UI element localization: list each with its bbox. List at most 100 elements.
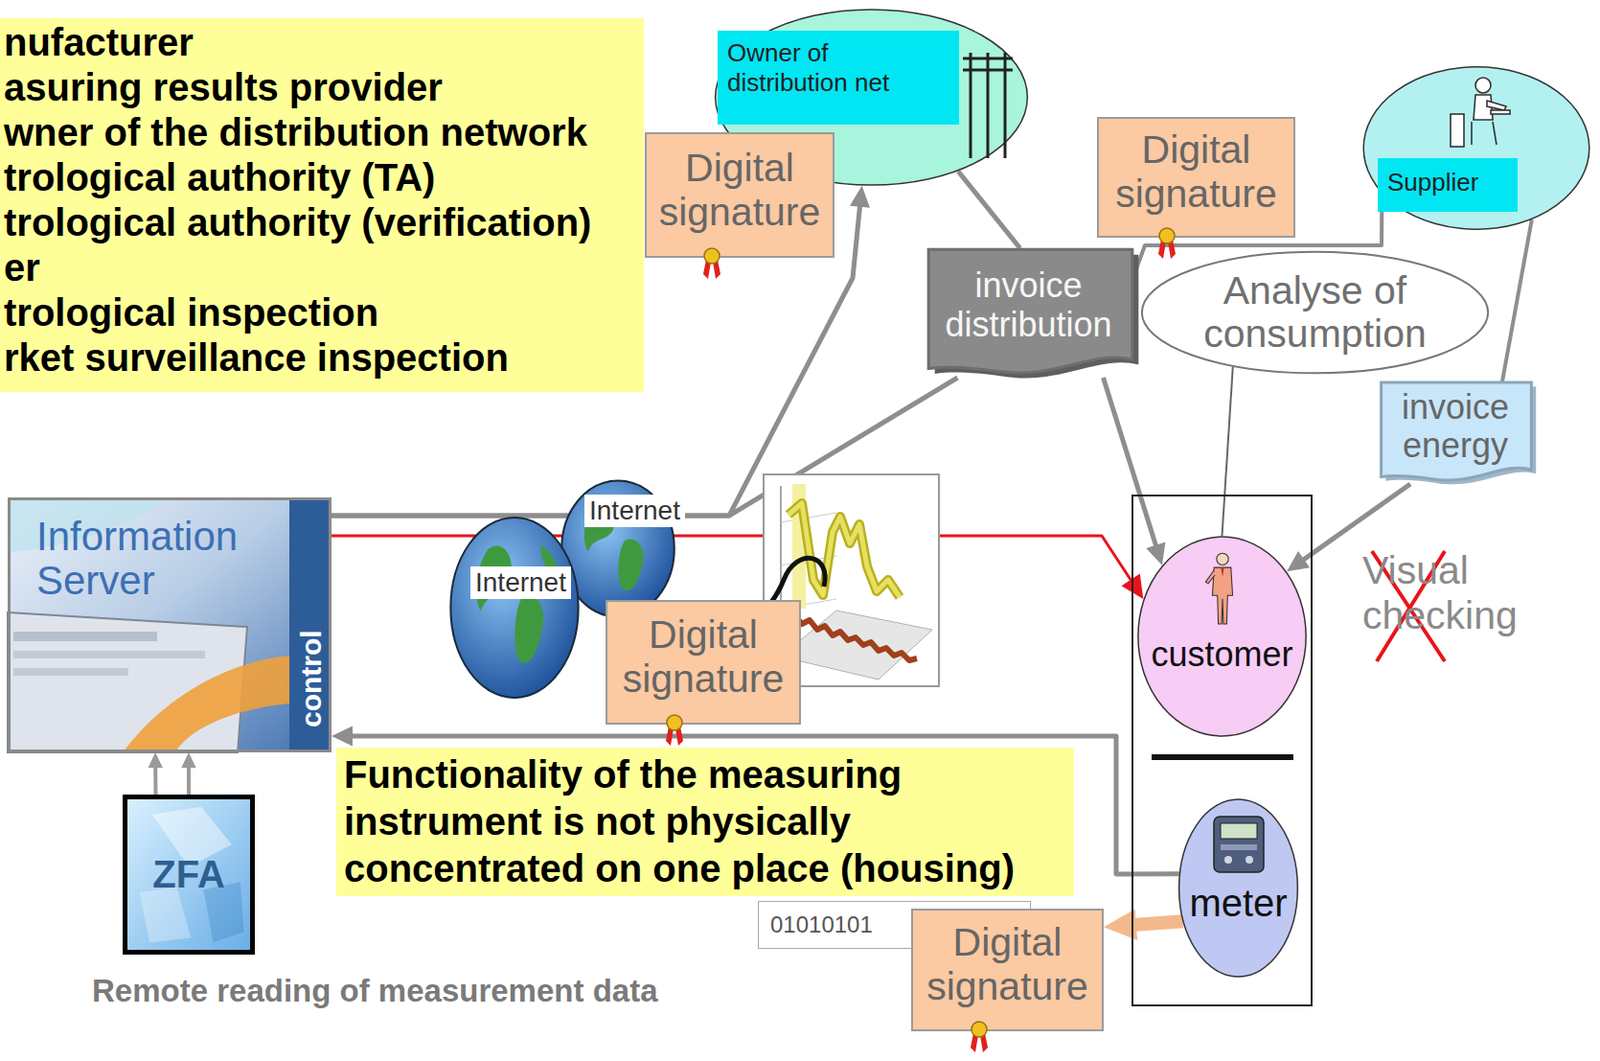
note-text: Functionality of the measuring instrumen… <box>343 751 1067 892</box>
rect-shape <box>9 499 331 752</box>
customer-ellipse: customer <box>1137 535 1307 737</box>
circle-shape <box>1159 228 1175 244</box>
rect-shape <box>1220 822 1258 839</box>
connector-line <box>1502 219 1532 382</box>
svg-shape <box>960 45 1015 160</box>
svg-shape <box>702 246 722 279</box>
status-note: Visual checking <box>1362 548 1533 639</box>
signature-box: Digital signature <box>911 908 1104 1031</box>
node-content: Functionality of the measuring instrumen… <box>336 747 1075 896</box>
invoice-label: invoice distribution <box>936 266 1121 344</box>
caption-text: Remote reading of measurement data <box>91 971 659 1010</box>
svg-shape <box>1448 71 1512 149</box>
signature-box: Digital signature <box>1097 116 1296 238</box>
ellipse-shape <box>1142 251 1488 374</box>
circle-shape <box>971 1021 987 1037</box>
server-label: control <box>295 629 328 728</box>
signature-label: Digital signature <box>613 613 794 702</box>
svg-shape <box>1157 226 1177 259</box>
signature-box: Digital signature <box>644 132 835 258</box>
connector-line <box>186 762 191 795</box>
node-content: Analyse of consumption <box>1140 251 1490 374</box>
invoice-document: invoice energy <box>1379 381 1533 484</box>
separator-line <box>1151 754 1294 760</box>
rect-shape <box>1220 844 1258 850</box>
rect-shape <box>13 667 129 676</box>
g-shape <box>1450 77 1510 147</box>
invoice-label: invoice energy <box>1387 388 1524 464</box>
arrow-head <box>1286 550 1310 572</box>
line-shape <box>962 68 1013 72</box>
signature-label: Digital signature <box>918 920 1097 1009</box>
arrow-head <box>181 752 196 768</box>
list-item: er <box>3 245 41 291</box>
connector <box>181 752 196 795</box>
connector <box>1222 366 1234 537</box>
arrow-head <box>1145 542 1166 566</box>
rect-shape <box>13 650 206 659</box>
role-list-box: nufacturerasuring results providerwner o… <box>0 18 644 392</box>
ellipse-shape <box>1138 536 1306 736</box>
path-shape <box>1205 570 1215 584</box>
arrow-head <box>331 725 353 746</box>
line-shape <box>962 57 1013 61</box>
meter-ellipse: meter <box>1178 798 1299 978</box>
path-shape <box>1381 382 1532 480</box>
rect-shape <box>1490 110 1510 115</box>
list-item: rket surveillance inspection <box>3 335 509 381</box>
list-item: trological inspection <box>3 290 379 336</box>
node-content: Digital signature <box>646 134 833 256</box>
yellow-series <box>788 502 900 597</box>
circle-shape <box>1475 77 1491 93</box>
globe-label: Internet <box>470 566 572 599</box>
circle-shape <box>1215 552 1228 565</box>
rect-shape <box>1213 816 1264 872</box>
svg-shape <box>969 1019 989 1052</box>
connector <box>1502 219 1532 382</box>
brown-series <box>786 614 917 661</box>
supplier-label: Supplier <box>1377 158 1518 212</box>
supplier-ellipse: Supplier <box>1362 66 1591 230</box>
highlight-note: Functionality of the measuring instrumen… <box>336 747 1075 896</box>
path-shape <box>1471 121 1497 145</box>
housing-outline <box>1132 495 1312 1006</box>
node-content: Digital signature <box>607 601 800 723</box>
connector <box>1103 908 1184 940</box>
rect-shape <box>1450 114 1464 147</box>
ellipse-shape <box>1179 799 1299 977</box>
rect-shape <box>289 497 332 753</box>
chart-floor <box>780 610 933 680</box>
globe-label: Internet <box>584 494 686 527</box>
yellow-series <box>788 502 900 597</box>
rect-shape <box>7 497 332 753</box>
connector <box>1103 377 1166 566</box>
customer-label: customer <box>1137 635 1307 674</box>
circle-shape <box>666 714 683 731</box>
path-shape <box>514 594 544 663</box>
svg-shape <box>1201 547 1244 632</box>
connector <box>958 171 1021 249</box>
circle-shape <box>1224 855 1233 864</box>
svg-shape <box>449 515 580 700</box>
path-shape <box>617 539 643 592</box>
connector-line <box>153 762 158 795</box>
binary-text: 01010101 <box>770 911 873 939</box>
g-shape <box>962 52 1013 159</box>
svg-shape <box>664 712 685 746</box>
node-content: invoice distribution <box>926 248 1135 378</box>
invoice-document: invoice distribution <box>926 248 1135 378</box>
zfa-label: ZFA <box>152 852 226 896</box>
speech-bubble: Analyse of consumption <box>1140 251 1490 374</box>
svg-shape <box>1211 813 1267 875</box>
arrow-head <box>148 752 163 768</box>
rect-shape <box>127 799 251 950</box>
ellipse-shape <box>450 517 578 698</box>
internet-globe: Internet <box>449 515 580 700</box>
circle-shape <box>704 248 720 264</box>
path-shape <box>1211 567 1233 624</box>
connector-line <box>1103 377 1159 551</box>
node-content: ZFA <box>127 799 251 950</box>
connector-line <box>1222 366 1234 537</box>
list-item: wner of the distribution network <box>3 110 588 156</box>
connector-line <box>331 535 1135 586</box>
